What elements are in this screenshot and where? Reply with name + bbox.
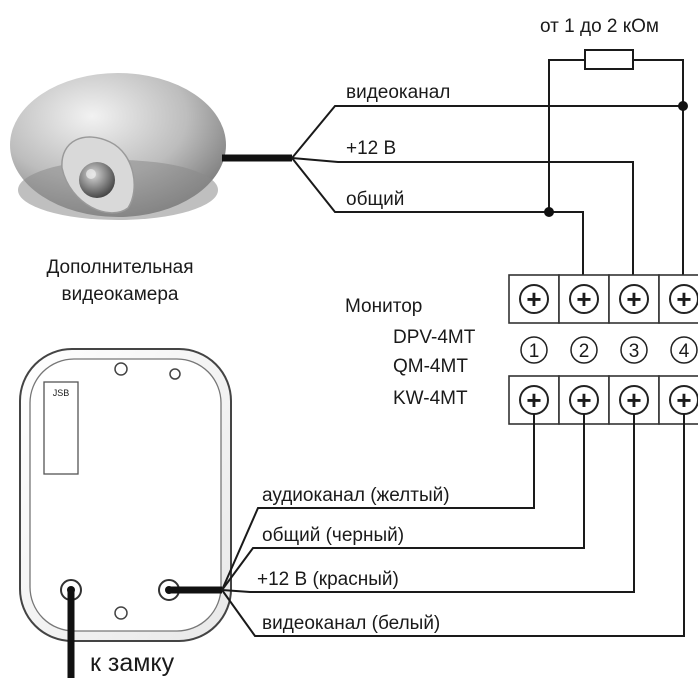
panel-wire-label-common: общий (черный) xyxy=(262,525,404,546)
panel-wire-12v xyxy=(221,414,635,593)
monitor-model-3: KW-4MT xyxy=(393,388,468,409)
lock-label: к замку xyxy=(90,649,175,677)
screw-symbol: + xyxy=(626,284,641,314)
resistor-label: от 1 до 2 кОм xyxy=(540,16,659,37)
camera-wire-common xyxy=(291,157,584,290)
camera-wire-label-12v: +12 В xyxy=(346,138,396,159)
resistor-wire-left xyxy=(548,59,585,212)
junction-dot-common xyxy=(544,207,554,217)
screw-top-2: + xyxy=(569,284,599,314)
panel-wire-audio xyxy=(221,414,535,591)
monitor-model-2: QM-4MT xyxy=(393,356,468,377)
call-panel-badge: JSB xyxy=(53,388,70,398)
panel-wire-label-video: видеоканал (белый) xyxy=(262,613,440,634)
camera-caption-line2: видеокамера xyxy=(62,284,179,305)
camera-lens-glint xyxy=(86,169,96,179)
camera-image xyxy=(10,73,226,220)
call-panel: JSB xyxy=(19,348,232,642)
terminal-number-1: 1 xyxy=(520,336,548,364)
camera-lens xyxy=(79,162,115,198)
screw-symbol: + xyxy=(526,284,541,314)
terminal-number-2: 2 xyxy=(570,336,598,364)
screw-symbol: + xyxy=(526,385,541,415)
camera-wire-label-common: общий xyxy=(346,189,404,210)
screw-top-4: + xyxy=(669,284,698,314)
svg-text:2: 2 xyxy=(579,341,590,362)
call-panel-hole-top-right xyxy=(169,368,181,380)
screw-symbol: + xyxy=(676,385,691,415)
camera-wire-label-video: видеоканал xyxy=(346,82,450,103)
screw-symbol: + xyxy=(576,284,591,314)
svg-text:1: 1 xyxy=(529,341,540,362)
screw-symbol: + xyxy=(626,385,641,415)
junction-dot-video xyxy=(678,101,688,111)
screw-bottom-2: + xyxy=(569,385,599,415)
panel-wire-video xyxy=(221,414,685,637)
camera-caption-line1: Дополнительная xyxy=(46,257,193,278)
panel-wire-common xyxy=(221,414,585,591)
camera-wire-videochannel xyxy=(291,105,684,290)
terminal-number-4: 4 xyxy=(670,336,698,364)
panel-wire-label-12v: +12 В (красный) xyxy=(257,569,399,590)
panel-wire-label-audio: аудиоканал (желтый) xyxy=(262,485,450,506)
call-panel-hole-top-left xyxy=(114,362,128,376)
resistor-wire-right xyxy=(633,59,684,106)
monitor-model-1: DPV-4MT xyxy=(393,327,476,348)
screw-bottom-3: + xyxy=(619,385,649,415)
svg-text:3: 3 xyxy=(629,341,640,362)
screw-symbol: + xyxy=(676,284,691,314)
screw-top-1: + xyxy=(519,284,549,314)
resistor xyxy=(584,49,634,70)
call-panel-hole-bottom xyxy=(114,606,128,620)
call-panel-label-plate xyxy=(43,381,79,475)
terminal-number-3: 3 xyxy=(620,336,648,364)
screw-bottom-1: + xyxy=(519,385,549,415)
camera-wire-12v xyxy=(291,157,634,290)
screw-symbol: + xyxy=(576,385,591,415)
screw-bottom-4: + xyxy=(669,385,698,415)
svg-text:4: 4 xyxy=(679,341,690,362)
monitor-title: Монитор xyxy=(345,296,422,317)
screw-top-3: + xyxy=(619,284,649,314)
